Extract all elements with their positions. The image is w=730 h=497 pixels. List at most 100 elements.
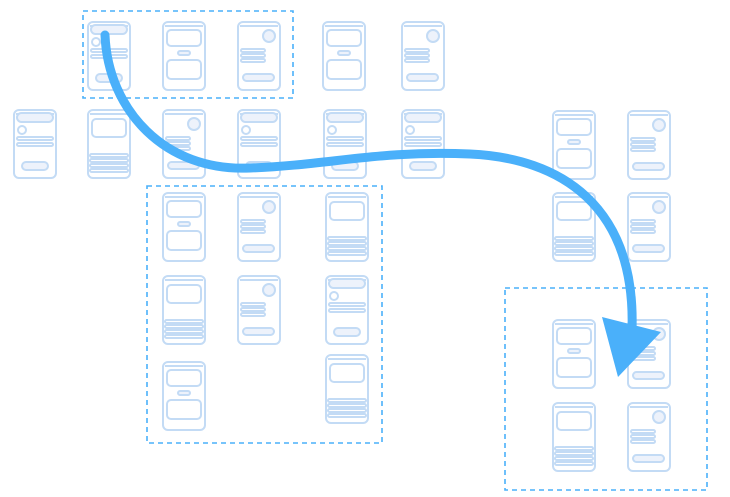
text-line [164,329,204,334]
wireframe-list [325,275,369,345]
phone-frame [13,109,57,179]
phone-frame [237,275,281,345]
pill [177,390,191,396]
group-second-row [13,109,445,179]
card [166,200,202,218]
selection-box-target-cluster[interactable] [504,287,708,491]
text-line [328,302,366,307]
phone-frame [552,110,596,180]
text-line [327,413,367,418]
text-line [404,136,442,141]
image-box [329,201,365,221]
text-line [327,398,367,403]
pill [177,50,191,56]
text-line [404,48,430,53]
text-line [554,251,594,256]
group-target-cluster [552,319,671,472]
image-box [556,411,592,431]
phone-frame [237,192,281,262]
avatar-icon [262,200,276,214]
text-line [554,451,594,456]
text-line [327,251,367,256]
phone-frame [325,192,369,262]
text-line [404,142,442,147]
button [632,162,665,171]
header-bar [16,112,54,123]
avatar-icon [329,291,339,301]
text-line [327,408,367,413]
wireframe-cards [162,192,206,262]
phone-frame [323,109,367,179]
text-line [404,58,430,63]
phone-frame [162,192,206,262]
text-line [630,229,656,234]
text-line [554,246,594,251]
avatar-icon [241,125,251,135]
button [333,327,361,337]
avatar-icon [652,200,666,214]
text-line [327,403,367,408]
image-box [556,201,592,221]
phone-frame [87,21,131,91]
button [632,454,665,463]
text-line [240,53,266,58]
phone-frame [322,21,366,91]
text-line [240,58,266,63]
text-line [404,53,430,58]
text-line [89,163,129,168]
phone-frame [401,109,445,179]
text-line [89,153,129,158]
text-line [89,158,129,163]
avatar-icon [91,37,101,47]
header-bar [240,112,278,123]
text-line [554,461,594,466]
card [556,357,592,378]
text-line [630,147,656,152]
text-line [16,142,54,147]
card [326,59,362,80]
text-line [326,136,364,141]
button [242,327,275,336]
button [242,73,275,82]
avatar-icon [426,29,440,43]
button [21,161,49,171]
avatar-icon [652,118,666,132]
wireframe-profile [627,402,671,472]
group-middle-cluster [162,192,369,431]
card [326,29,362,47]
phone-frame [552,319,596,389]
wireframe-profile [627,192,671,262]
button [242,244,275,253]
text-line [165,136,191,141]
avatar-icon [187,117,201,131]
wireframe-list [323,109,367,179]
phone-frame [162,21,206,91]
card [556,118,592,136]
wireframe-profile [627,319,671,389]
card [166,399,202,420]
phone-frame [401,21,445,91]
text-line [240,312,266,317]
wireframe-media [87,109,131,179]
phone-frame [627,110,671,180]
phone-frame [237,21,281,91]
text-line [240,136,278,141]
text-line [328,308,366,313]
wireframe-list [401,109,445,179]
wireframe-profile [237,275,281,345]
wireframe-cards [162,21,206,91]
avatar-icon [262,283,276,297]
text-line [630,429,656,434]
card [166,369,202,387]
text-line [326,142,364,147]
selection-box-top-row[interactable] [82,10,294,99]
text-line [630,142,656,147]
selection-box-middle-cluster[interactable] [146,185,383,444]
wireframe-media [325,354,369,424]
image-box [329,363,365,383]
wireframe-media [162,275,206,345]
wireframe-profile [237,21,281,91]
text-line [240,229,266,234]
text-line [164,319,204,324]
